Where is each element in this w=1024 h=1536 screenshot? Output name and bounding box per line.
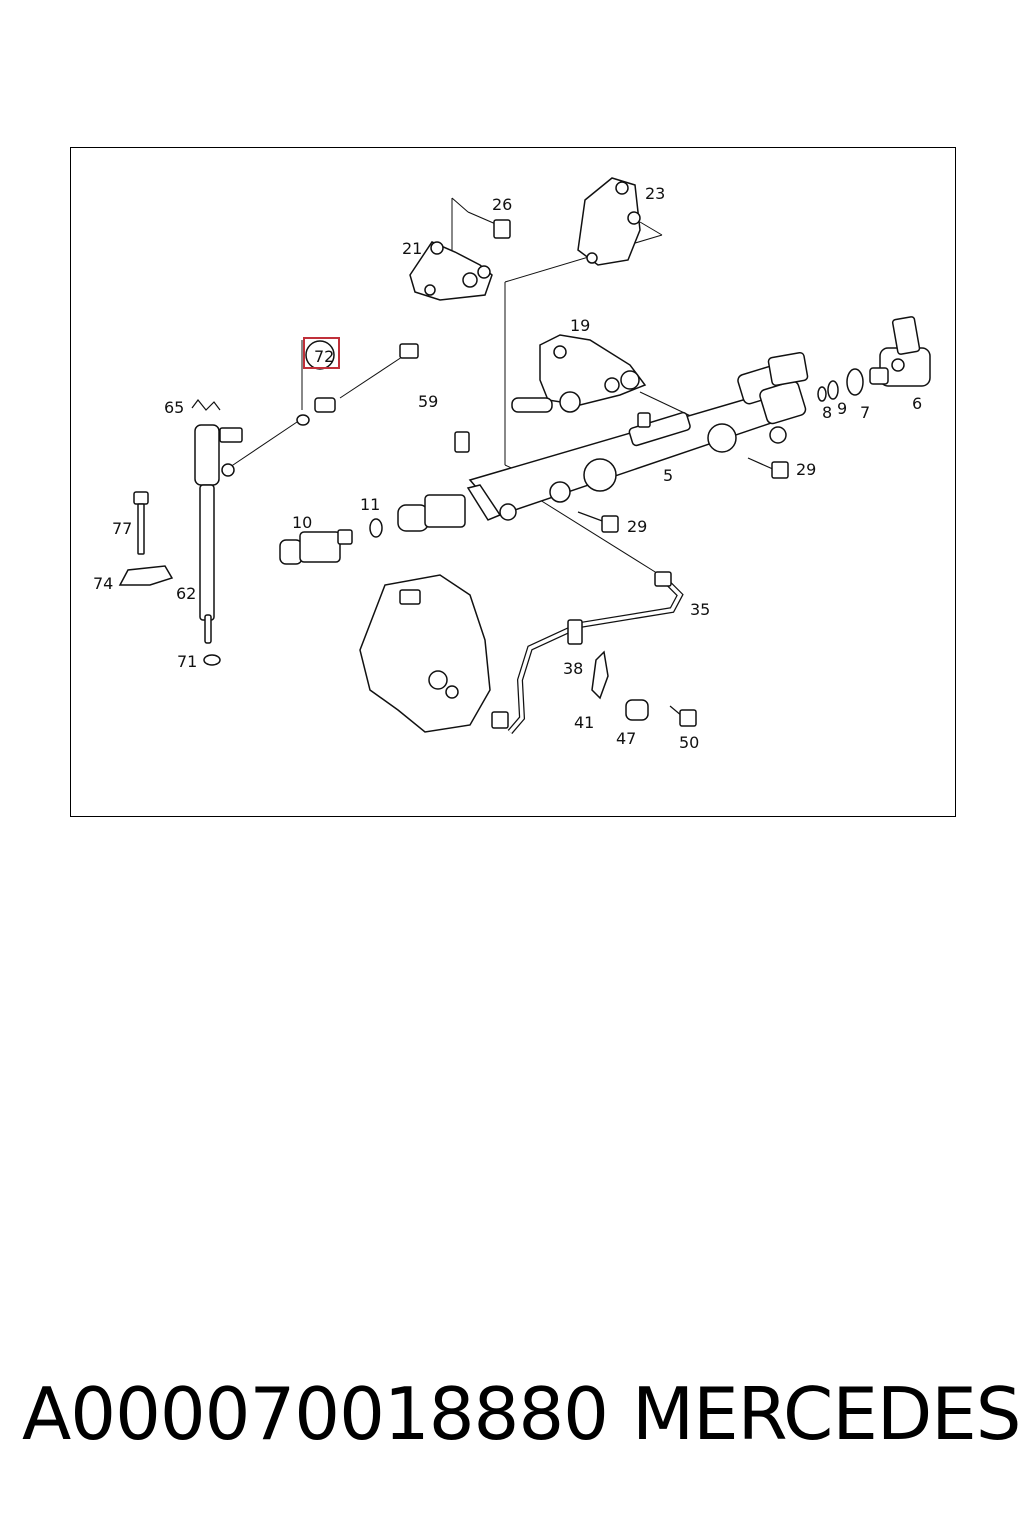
- bolt-29-lower: [577, 511, 619, 533]
- label-72: 72: [314, 347, 334, 366]
- bolt-26: [467, 211, 511, 239]
- label-19: 19: [570, 316, 590, 335]
- label-11: 11: [360, 495, 380, 514]
- bolt-29-upper: [747, 457, 789, 479]
- clip-41: [591, 650, 609, 700]
- rail-sensor: [397, 494, 466, 532]
- label-6: 6: [912, 394, 922, 413]
- label-29-lower: 29: [627, 517, 647, 536]
- part-47: [625, 699, 649, 721]
- label-50: 50: [679, 733, 699, 752]
- bolt-50: [669, 705, 697, 727]
- pipe-35: [491, 571, 684, 734]
- bolt-77: [133, 491, 149, 555]
- fuel-rail-5: [466, 351, 809, 521]
- label-47: 47: [616, 729, 636, 748]
- sensor-10: [279, 529, 353, 565]
- part-72-assembly: [296, 340, 336, 426]
- footer: A000070018880 MERCEDES: [0, 1372, 1024, 1472]
- seal-rings: [817, 368, 864, 402]
- washer-11: [369, 518, 383, 538]
- pipe-59: [399, 343, 481, 453]
- bracket-21: [409, 241, 493, 301]
- label-29-upper: 29: [796, 460, 816, 479]
- injector-62: [194, 424, 243, 644]
- label-62: 62: [176, 584, 196, 603]
- label-10: 10: [292, 513, 312, 532]
- clip-65: [191, 399, 221, 411]
- label-9: 9: [837, 399, 847, 418]
- high-pressure-pump: [359, 574, 491, 733]
- label-74: 74: [93, 574, 113, 593]
- label-35: 35: [690, 600, 710, 619]
- label-38: 38: [563, 659, 583, 678]
- part-labels: 26 23 21 19 72 59 65 6 8 9 7 5 29 29 11 …: [93, 184, 922, 752]
- label-5: 5: [663, 466, 673, 485]
- bracket-19: [511, 334, 647, 413]
- label-77: 77: [112, 519, 132, 538]
- label-26: 26: [492, 195, 512, 214]
- highlight-box-72: [303, 337, 340, 369]
- bracket-23: [577, 177, 641, 266]
- label-8: 8: [822, 403, 832, 422]
- label-41: 41: [574, 713, 594, 732]
- label-65: 65: [164, 398, 184, 417]
- label-23: 23: [645, 184, 665, 203]
- label-21: 21: [402, 239, 422, 258]
- clamp-74: [118, 565, 174, 586]
- brand-name: MERCEDES: [632, 1372, 1021, 1456]
- label-7: 7: [860, 403, 870, 422]
- label-59: 59: [418, 392, 438, 411]
- washer-71: [203, 654, 221, 666]
- part-number: A000070018880: [22, 1372, 609, 1456]
- pressure-valve-6: [869, 316, 931, 387]
- label-71: 71: [177, 652, 197, 671]
